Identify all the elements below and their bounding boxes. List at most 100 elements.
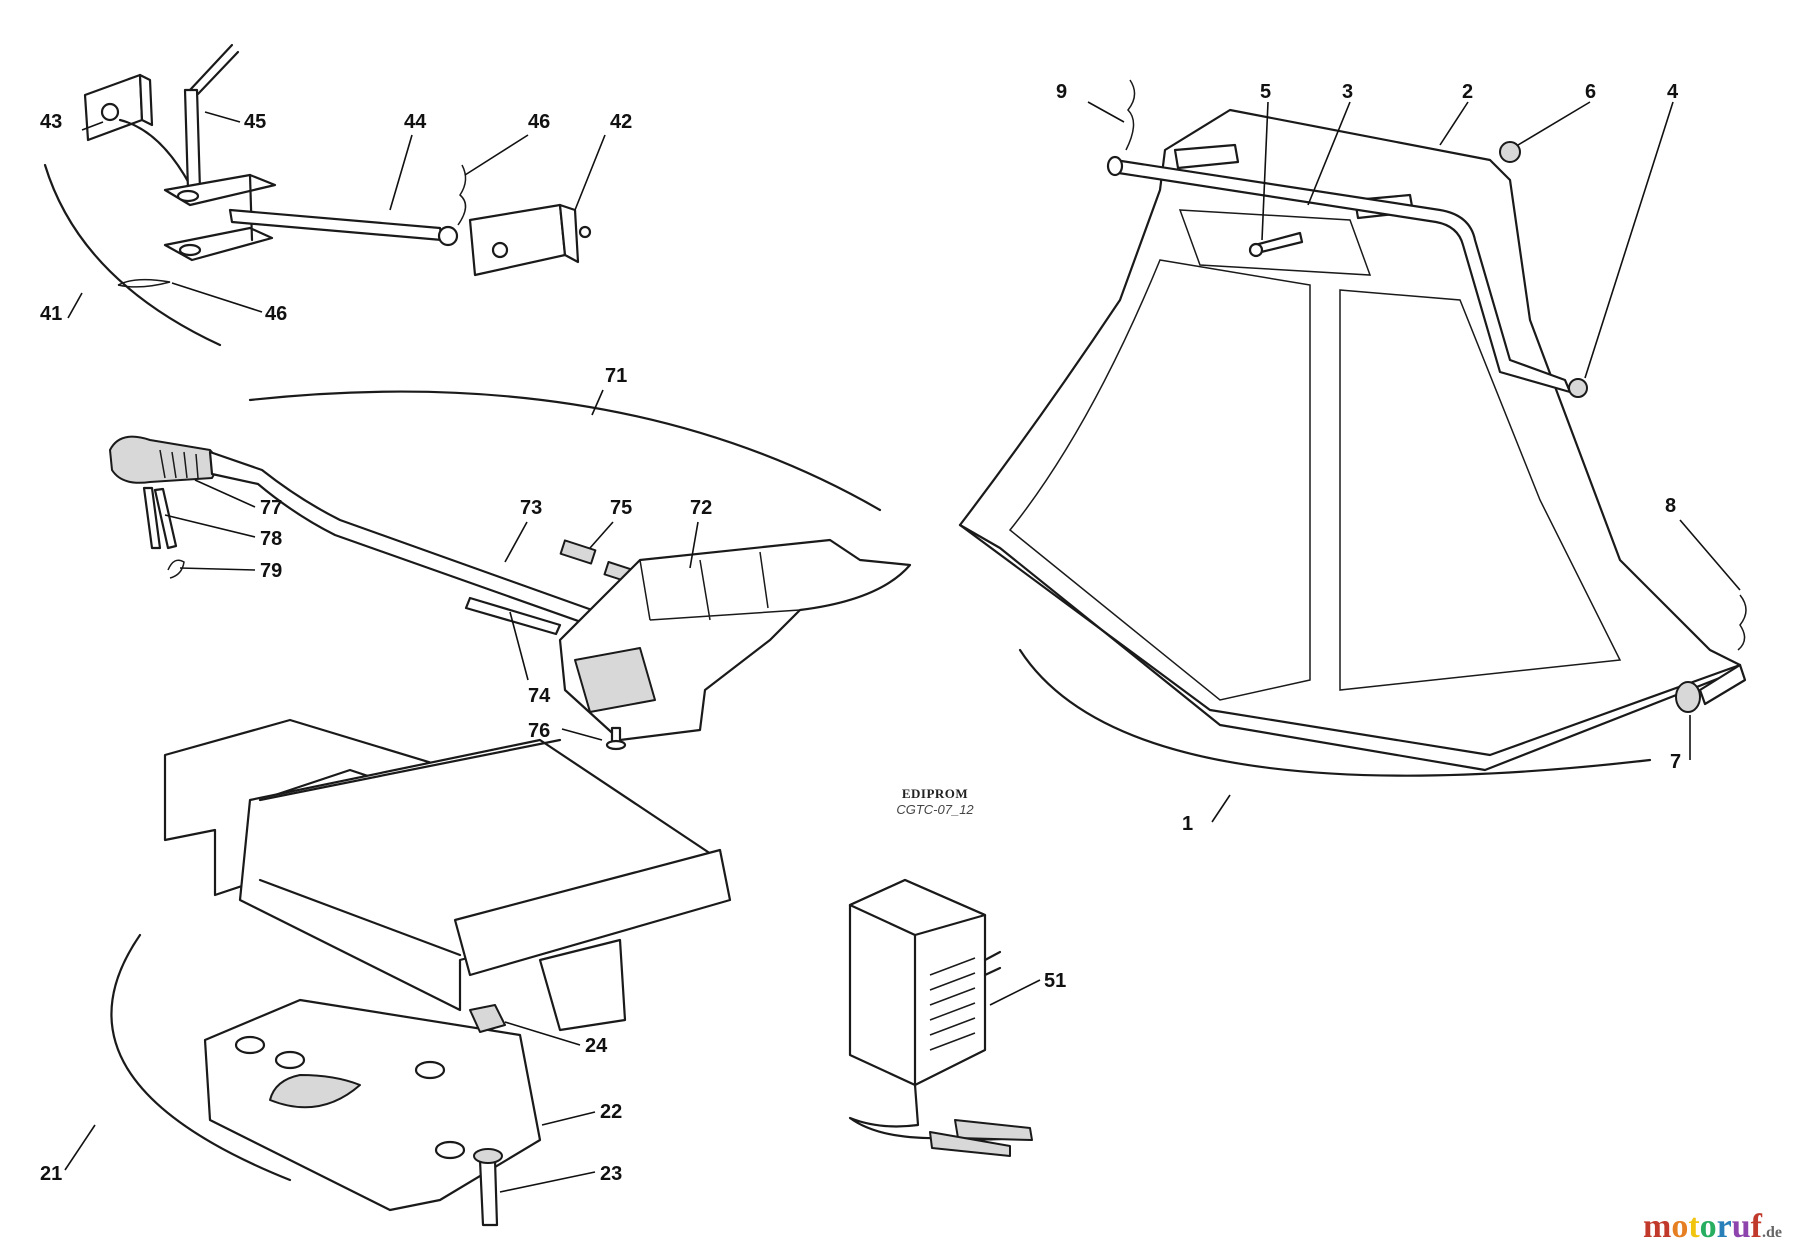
callout-2: 2 <box>1462 81 1473 103</box>
stamp-code: CGTC-07_12 <box>896 802 974 817</box>
leader-73 <box>504 521 528 563</box>
callout-77: 77 <box>260 497 282 519</box>
watermark-letter: o <box>1671 1208 1689 1245</box>
hitch-assembly <box>43 43 592 347</box>
spring-75a <box>559 539 597 565</box>
frame-rail-front <box>453 848 732 977</box>
pin-45-handle <box>188 43 234 92</box>
nut-24 <box>469 1004 506 1033</box>
leader-45 <box>204 111 241 123</box>
group-arc-21 <box>110 933 292 1182</box>
weight-boss-a <box>234 1035 266 1055</box>
charger-clamp-b <box>929 1131 1011 1157</box>
callout-41: 41 <box>40 303 62 325</box>
frame-leg <box>538 938 627 1032</box>
bracket-43-hole <box>100 102 120 122</box>
pin-45 <box>183 88 202 192</box>
callout-46-bottom: 46 <box>265 303 287 325</box>
leader-23 <box>499 1171 596 1193</box>
handle-rod-end <box>1106 155 1124 177</box>
watermark-letter: m <box>1643 1208 1672 1245</box>
bracket-42-side <box>558 203 580 264</box>
leader-41 <box>67 292 83 319</box>
leader-79 <box>179 567 256 571</box>
leader-3 <box>1307 101 1351 206</box>
cotter-pin-8 <box>1737 594 1747 651</box>
plate-hole-bottom <box>178 243 202 257</box>
screw-76-head <box>605 739 627 751</box>
collector-bottom-rim <box>958 523 1742 772</box>
watermark-letter: f <box>1750 1208 1762 1245</box>
callout-1: 1 <box>1182 813 1193 835</box>
callout-7: 7 <box>1670 751 1681 773</box>
callout-5: 5 <box>1260 81 1271 103</box>
bracket-72-ribs <box>639 551 801 621</box>
collector-panel-right <box>1339 289 1622 691</box>
collector-assembly <box>958 79 1747 777</box>
leader-77 <box>194 479 256 508</box>
charger-top <box>848 878 987 937</box>
watermark-text: motoruf <box>1643 1208 1762 1245</box>
callout-8: 8 <box>1665 495 1676 517</box>
collector-panel-left <box>1008 259 1311 701</box>
leader-8 <box>1679 519 1741 591</box>
callout-6: 6 <box>1585 81 1596 103</box>
callout-4: 4 <box>1667 81 1679 103</box>
watermark-letter: t <box>1688 1208 1700 1245</box>
grip-77 <box>109 435 218 484</box>
leader-2 <box>1439 101 1469 146</box>
lever-assembly <box>109 390 912 751</box>
bolt-23-head <box>473 1148 503 1164</box>
group-arc-41 <box>43 163 222 347</box>
callout-44: 44 <box>404 111 427 133</box>
leader-46b <box>171 282 263 313</box>
leader-71 <box>591 389 604 416</box>
callout-75: 75 <box>610 497 632 519</box>
leader-21 <box>64 1124 96 1171</box>
bracket-42-hole-b <box>578 225 592 239</box>
leader-22 <box>541 1111 596 1126</box>
callout-22: 22 <box>600 1101 622 1123</box>
charger-clamp-a <box>954 1119 1033 1141</box>
callout-46-top: 46 <box>528 111 550 133</box>
grip-ribs <box>159 449 199 479</box>
cap-7 <box>1675 681 1701 713</box>
charger-51 <box>848 878 1033 1157</box>
top-clip-left <box>1173 143 1240 170</box>
leader-74 <box>509 611 529 681</box>
callout-43: 43 <box>40 111 62 133</box>
leader-5 <box>1261 101 1269 241</box>
callout-76: 76 <box>528 720 550 742</box>
leader-76 <box>561 728 603 741</box>
collector-top-panel <box>1178 209 1372 276</box>
clip-79 <box>167 559 185 579</box>
weight-boss-c <box>414 1060 446 1080</box>
callout-21: 21 <box>40 1163 62 1185</box>
group-arc-71 <box>248 390 882 512</box>
frame-edges <box>258 738 562 957</box>
leader-lines <box>64 101 1741 1193</box>
callout-45: 45 <box>244 111 266 133</box>
leader-9 <box>1087 101 1125 123</box>
callout-23: 23 <box>600 1163 622 1185</box>
weight-22-recess <box>269 1074 361 1109</box>
callout-labels: 43 45 44 46 42 46 41 71 77 78 79 73 75 7… <box>40 81 1681 1185</box>
cap-4 <box>1568 378 1588 398</box>
plate-hole-top <box>176 189 200 203</box>
bolt-5-head <box>1248 242 1264 258</box>
hitch-plate-bottom <box>163 226 274 262</box>
bolt-23 <box>478 1158 499 1227</box>
cotter-pin-9 <box>1125 79 1136 151</box>
callout-73: 73 <box>520 497 542 519</box>
stamp-brand: EDIPROM <box>901 786 969 801</box>
callout-71: 71 <box>605 365 627 387</box>
site-watermark: motoruf.de <box>1643 1208 1782 1246</box>
bracket-42-hole-a <box>491 241 509 259</box>
cotter-pin-46b <box>117 278 171 288</box>
leader-51 <box>989 979 1041 1006</box>
pin-74 <box>464 596 562 636</box>
leader-44 <box>389 134 413 211</box>
watermark-letter: r <box>1716 1208 1732 1245</box>
